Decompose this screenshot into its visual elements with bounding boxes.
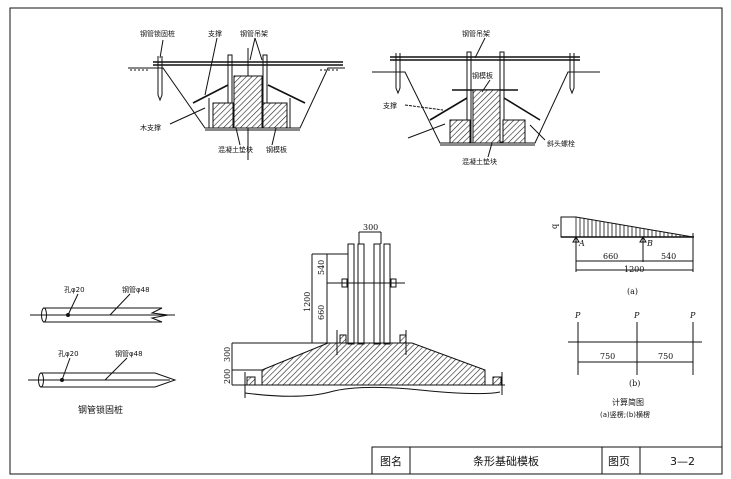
label-hanger: 钢管吊架 bbox=[240, 29, 268, 38]
sheet-border bbox=[9, 7, 723, 475]
span-750-2: 750 bbox=[658, 352, 673, 361]
label-pipe-2: 钢管φ48 bbox=[115, 349, 143, 358]
dim-width: 300 bbox=[363, 223, 378, 232]
span-750-1: 750 bbox=[600, 352, 615, 361]
label-concrete-pad-2: 混凝土垫块 bbox=[462, 157, 497, 166]
calc-title: 计算简图 bbox=[612, 397, 644, 407]
dim-1200: 1200 bbox=[303, 292, 312, 312]
dim-200: 200 bbox=[223, 369, 232, 384]
label-steel-form: 钢模板 bbox=[266, 145, 287, 154]
dim-540: 540 bbox=[317, 260, 326, 275]
support-b: B bbox=[646, 239, 653, 248]
span-540: 540 bbox=[661, 252, 676, 261]
calc-diagram-b: P P P 750 750 (b) 计算简图 (a)竖楞;(b)横楞 bbox=[568, 311, 702, 419]
label-brace: 支撑 bbox=[208, 29, 222, 38]
label-brace-2: 支撑 bbox=[383, 101, 397, 110]
section-2-trench-formwork: 钢管吊架 钢模板 支撑 斜头螺栓 混凝土垫块 bbox=[372, 29, 600, 166]
name-label: 图名 bbox=[380, 454, 402, 468]
elevation-detail: 300 540 1200 660 300 200 bbox=[223, 223, 505, 398]
label-wood-brace: 木支撑 bbox=[140, 123, 161, 132]
label-hole-2: 孔φ20 bbox=[58, 350, 79, 358]
label-b: (b) bbox=[629, 379, 640, 388]
label-steel-form-2: 钢模板 bbox=[472, 71, 493, 80]
load-p2: P bbox=[633, 311, 640, 320]
support-a: A bbox=[578, 239, 585, 248]
section-1-trench-formwork: 钢管锁固桩 支撑 钢管吊架 木支撑 混凝土垫块 钢模板 bbox=[128, 29, 345, 160]
span-660: 660 bbox=[603, 252, 618, 261]
label-pipe-1: 钢管φ48 bbox=[122, 285, 150, 294]
label-bolt: 斜头螺栓 bbox=[547, 139, 575, 148]
dim-660: 660 bbox=[317, 305, 326, 320]
calc-subtitle: (a)竖楞;(b)横楞 bbox=[600, 410, 650, 419]
load-q: q bbox=[550, 224, 559, 229]
page-number: 3—2 bbox=[670, 455, 695, 468]
calc-diagram-a: q A B 660 540 1200 (a) bbox=[550, 216, 694, 296]
span-1200: 1200 bbox=[624, 265, 644, 274]
drawing-name: 条形基础模板 bbox=[473, 454, 539, 468]
label-hole-1: 孔φ20 bbox=[64, 286, 85, 294]
label-anchor-stake: 钢管锁固桩 bbox=[140, 29, 175, 38]
page-label: 图页 bbox=[608, 455, 630, 468]
label-a: (a) bbox=[627, 287, 638, 296]
label-hanger-2: 钢管吊架 bbox=[462, 29, 490, 38]
load-p1: P bbox=[574, 311, 581, 320]
title-block: 图名 条形基础模板 图页 3—2 bbox=[371, 446, 723, 475]
label-concrete-pad: 混凝土垫块 bbox=[218, 145, 253, 154]
load-p3: P bbox=[689, 311, 696, 320]
dim-300: 300 bbox=[223, 347, 232, 362]
anchor-stakes-detail: 孔φ20 钢管φ48 孔φ20 钢管φ48 钢管锁固桩 bbox=[28, 285, 177, 416]
stakes-caption: 钢管锁固桩 bbox=[78, 404, 123, 416]
